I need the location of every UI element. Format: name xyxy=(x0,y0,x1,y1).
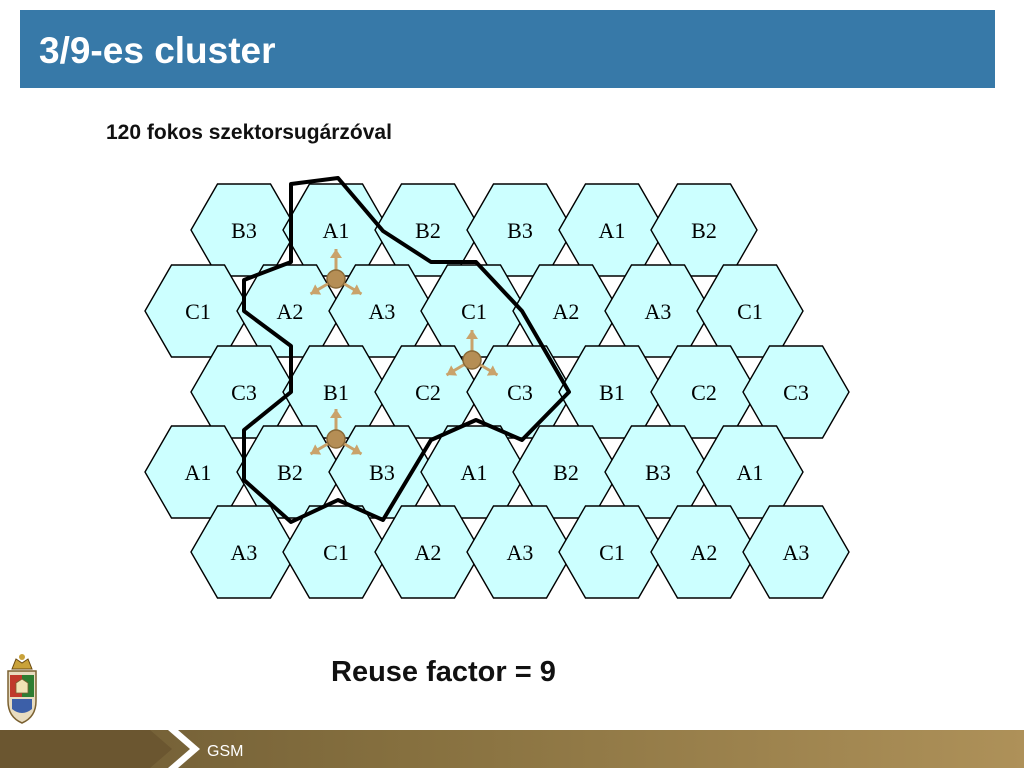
hex-cell: A2 xyxy=(512,264,620,358)
university-crest-icon xyxy=(7,654,37,724)
hex-cell: A3 xyxy=(604,264,712,358)
hex-cell-label: C3 xyxy=(231,380,257,405)
hex-cell-label: A3 xyxy=(783,540,810,565)
hex-cell: B1 xyxy=(558,345,666,439)
title-bar: 3/9-es cluster xyxy=(20,10,995,88)
hex-cell: C1 xyxy=(282,505,390,599)
hex-cell-label: A1 xyxy=(323,218,350,243)
hex-cell-label: A3 xyxy=(645,299,672,324)
hex-cell-label: C1 xyxy=(599,540,625,565)
hex-cell-label: B1 xyxy=(599,380,625,405)
hex-cell-label: A2 xyxy=(415,540,442,565)
hex-cell: C1 xyxy=(144,264,252,358)
hex-cell: A1 xyxy=(144,425,252,519)
hex-cell: B3 xyxy=(466,183,574,277)
hex-cell-label: C2 xyxy=(691,380,717,405)
hex-cell: A1 xyxy=(558,183,666,277)
hex-cell-label: B2 xyxy=(277,460,303,485)
hex-cell-label: A3 xyxy=(369,299,396,324)
hex-cell: A1 xyxy=(696,425,804,519)
hex-cell-label: C3 xyxy=(507,380,533,405)
hex-cell-label: A3 xyxy=(231,540,258,565)
hex-cell-label: A1 xyxy=(599,218,626,243)
hex-cell: A1 xyxy=(420,425,528,519)
hex-cell-label: B3 xyxy=(369,460,395,485)
hex-cell-label: B3 xyxy=(645,460,671,485)
hex-cell: B2 xyxy=(650,183,758,277)
hex-cell-label: C2 xyxy=(415,380,441,405)
hex-cell: A3 xyxy=(190,505,298,599)
hex-cell-label: A2 xyxy=(553,299,580,324)
hex-cell: A3 xyxy=(742,505,850,599)
hex-cell-label: A1 xyxy=(461,460,488,485)
hex-cell-label: A2 xyxy=(691,540,718,565)
hex-cell: B2 xyxy=(512,425,620,519)
hex-cell-label: A2 xyxy=(277,299,304,324)
reuse-factor-text: Reuse factor = 9 xyxy=(331,656,556,688)
hex-cell-label: C1 xyxy=(737,299,763,324)
hex-cell-label: C1 xyxy=(185,299,211,324)
hex-cell: A2 xyxy=(374,505,482,599)
slide-title: 3/9-es cluster xyxy=(39,30,276,71)
hex-cell-label: A3 xyxy=(507,540,534,565)
hex-cell: C1 xyxy=(558,505,666,599)
sector-antenna-icon xyxy=(309,249,363,296)
hex-cell: C1 xyxy=(420,264,528,358)
hex-cell: B3 xyxy=(604,425,712,519)
hex-cell: C2 xyxy=(650,345,758,439)
footer-chevron xyxy=(0,730,200,768)
hex-cell-label: C1 xyxy=(323,540,349,565)
hex-cell: C3 xyxy=(742,345,850,439)
hex-cell-label: B1 xyxy=(323,380,349,405)
hex-cell-label: B3 xyxy=(231,218,257,243)
hex-cell: B3 xyxy=(190,183,298,277)
hex-cell: C3 xyxy=(190,345,298,439)
hex-cell: A2 xyxy=(650,505,758,599)
footer-label: GSM xyxy=(207,743,244,760)
hex-cell-label: B2 xyxy=(415,218,441,243)
hex-cell-label: C1 xyxy=(461,299,487,324)
hex-cell-label: B3 xyxy=(507,218,533,243)
hex-cell-label: A1 xyxy=(185,460,212,485)
sector-antenna-icon xyxy=(445,330,499,377)
hex-cell: C1 xyxy=(696,264,804,358)
hex-cell-label: C3 xyxy=(783,380,809,405)
hex-cell: A3 xyxy=(466,505,574,599)
hex-cell-label: A1 xyxy=(737,460,764,485)
sector-antenna-icon xyxy=(309,409,363,456)
hex-cell-label: B2 xyxy=(691,218,717,243)
slide-subtitle: 120 fokos szektorsugárzóval xyxy=(106,121,392,144)
hex-cell-shape xyxy=(742,505,850,599)
cluster-outline xyxy=(242,176,571,524)
hex-cell-label: B2 xyxy=(553,460,579,485)
